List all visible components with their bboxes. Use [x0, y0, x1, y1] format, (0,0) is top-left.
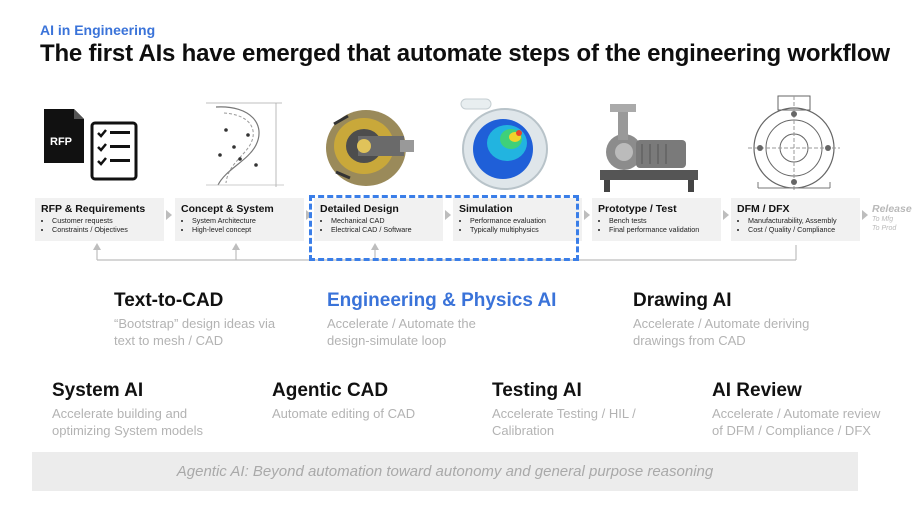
- footer-text: Agentic AI: Beyond automation toward aut…: [176, 463, 714, 480]
- flow-arrow: [723, 210, 729, 220]
- category-desc: Accelerate / Automate the: [327, 316, 476, 331]
- category-desc: drawings from CAD: [633, 333, 746, 348]
- stage-name: Prototype / Test: [598, 203, 677, 215]
- stage-bullet: Final performance validation: [609, 225, 715, 234]
- stage-name: Simulation: [459, 203, 513, 215]
- category-desc: Accelerate / Automate review: [712, 406, 881, 421]
- stage-bullet: Performance evaluation: [470, 216, 576, 225]
- release-title: Release: [872, 203, 912, 215]
- simulation-image: [460, 98, 548, 190]
- category-desc: of DFM / Compliance / DFX: [712, 423, 871, 438]
- stage-bullet: Mechanical CAD: [331, 216, 437, 225]
- category-desc: Accelerate building and: [52, 406, 188, 421]
- category-text-to-cad: Text-to-CAD “Bootstrap” design ideas via…: [114, 290, 275, 349]
- category-system-ai: System AI Accelerate building and optimi…: [52, 380, 203, 439]
- release-sub: To Mfg: [872, 216, 894, 223]
- stage-bullet: Bench tests: [609, 216, 715, 225]
- stage-bullet: Cost / Quality / Compliance: [748, 225, 854, 234]
- stage-detailed-design: Detailed Design Mechanical CAD Electrica…: [314, 198, 443, 241]
- release-label: Release To Mfg To Prod: [872, 203, 912, 233]
- category-desc: optimizing System models: [52, 423, 203, 438]
- detailed-design-cad-image: [326, 110, 414, 186]
- stage-prototype-test: Prototype / Test Bench tests Final perfo…: [592, 198, 721, 241]
- category-title: Engineering & Physics AI: [327, 290, 557, 311]
- stage-name: RFP & Requirements: [41, 203, 146, 215]
- stage-dfm-dfx: DFM / DFX Manufacturability, Assembly Co…: [731, 198, 860, 241]
- category-desc: Automate editing of CAD: [272, 406, 416, 421]
- category-title: AI Review: [712, 380, 802, 401]
- category-title: Text-to-CAD: [114, 290, 224, 311]
- flow-arrow: [584, 210, 590, 220]
- category-testing-ai: Testing AI Accelerate Testing / HIL / Ca…: [492, 380, 636, 439]
- category-agentic-cad: Agentic CAD Automate editing of CAD: [272, 380, 415, 422]
- category-title: Testing AI: [492, 380, 582, 401]
- footer-banner: Agentic AI: Beyond automation toward aut…: [32, 452, 858, 491]
- stage-bullet: Manufacturability, Assembly: [748, 216, 854, 225]
- category-ai-review: AI Review Accelerate / Automate review o…: [712, 380, 880, 439]
- rfp-document-icon: RFP: [44, 109, 138, 181]
- category-engineering-physics-ai: Engineering & Physics AI Accelerate / Au…: [327, 290, 556, 349]
- flow-arrow: [445, 210, 451, 220]
- stage-simulation: Simulation Performance evaluation Typica…: [453, 198, 582, 241]
- prototype-test-rig-image: [600, 104, 698, 192]
- stage-name: Detailed Design: [320, 203, 399, 215]
- stage-name: DFM / DFX: [737, 203, 790, 215]
- category-title: Drawing AI: [633, 290, 732, 311]
- category-desc: “Bootstrap” design ideas via: [114, 316, 276, 331]
- release-sub: To Prod: [872, 225, 897, 232]
- stage-rfp-requirements: RFP & Requirements Customer requests Con…: [35, 198, 164, 241]
- stage-name: Concept & System: [181, 203, 274, 215]
- stage-bullet: Customer requests: [52, 216, 158, 225]
- stage-bullet: System Architecture: [192, 216, 298, 225]
- concept-sketch-image: [206, 102, 284, 187]
- stage-concept-system: Concept & System System Architecture Hig…: [175, 198, 304, 241]
- category-desc: text to mesh / CAD: [114, 333, 224, 348]
- stage-bullet: High-level concept: [192, 225, 298, 234]
- stage-bullet: Typically multiphysics: [470, 225, 576, 234]
- category-desc: Accelerate / Automate deriving: [633, 316, 810, 331]
- svg-text:RFP: RFP: [50, 136, 72, 148]
- category-title: Agentic CAD: [272, 380, 389, 401]
- section-kicker: AI in Engineering: [40, 22, 156, 38]
- category-drawing-ai: Drawing AI Accelerate / Automate derivin…: [633, 290, 809, 349]
- category-desc: design-simulate loop: [327, 333, 447, 348]
- dfm-drawing-image: [748, 95, 840, 192]
- page-title: The first AIs have emerged that automate…: [40, 40, 890, 67]
- highlighted-stages-box: [309, 195, 579, 261]
- flow-arrow: [166, 210, 172, 220]
- stage-bullet: Electrical CAD / Software: [331, 225, 437, 234]
- category-title: System AI: [52, 380, 144, 401]
- flow-arrow: [862, 210, 868, 220]
- stage-bullet: Constraints / Objectives: [52, 225, 158, 234]
- category-desc: Accelerate Testing / HIL /: [492, 406, 636, 421]
- category-desc: Calibration: [492, 423, 555, 438]
